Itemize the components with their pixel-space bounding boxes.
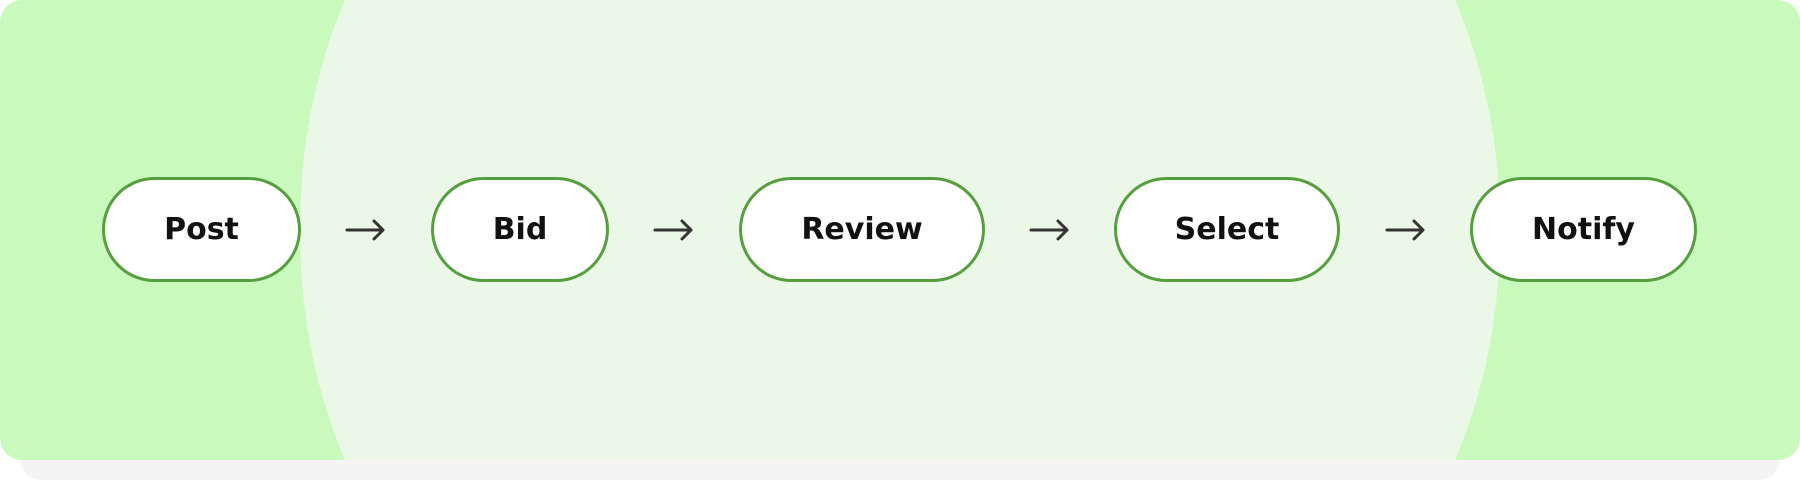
step-node-review: Review (739, 177, 985, 282)
arrow-right-icon (653, 219, 693, 241)
step-label: Select (1174, 212, 1280, 247)
step-label: Review (801, 212, 923, 247)
step-label: Post (164, 212, 239, 247)
step-node-select: Select (1114, 177, 1340, 282)
step-node-post: Post (102, 177, 301, 282)
arrow-right-icon (345, 219, 385, 241)
step-node-bid: Bid (431, 177, 609, 282)
diagram-card: Post Bid Review Select Notify (0, 0, 1800, 460)
arrow-right-icon (1385, 219, 1425, 241)
step-label: Bid (492, 212, 548, 247)
arrow-right-icon (1029, 219, 1069, 241)
step-label: Notify (1532, 212, 1635, 247)
step-node-notify: Notify (1470, 177, 1697, 282)
